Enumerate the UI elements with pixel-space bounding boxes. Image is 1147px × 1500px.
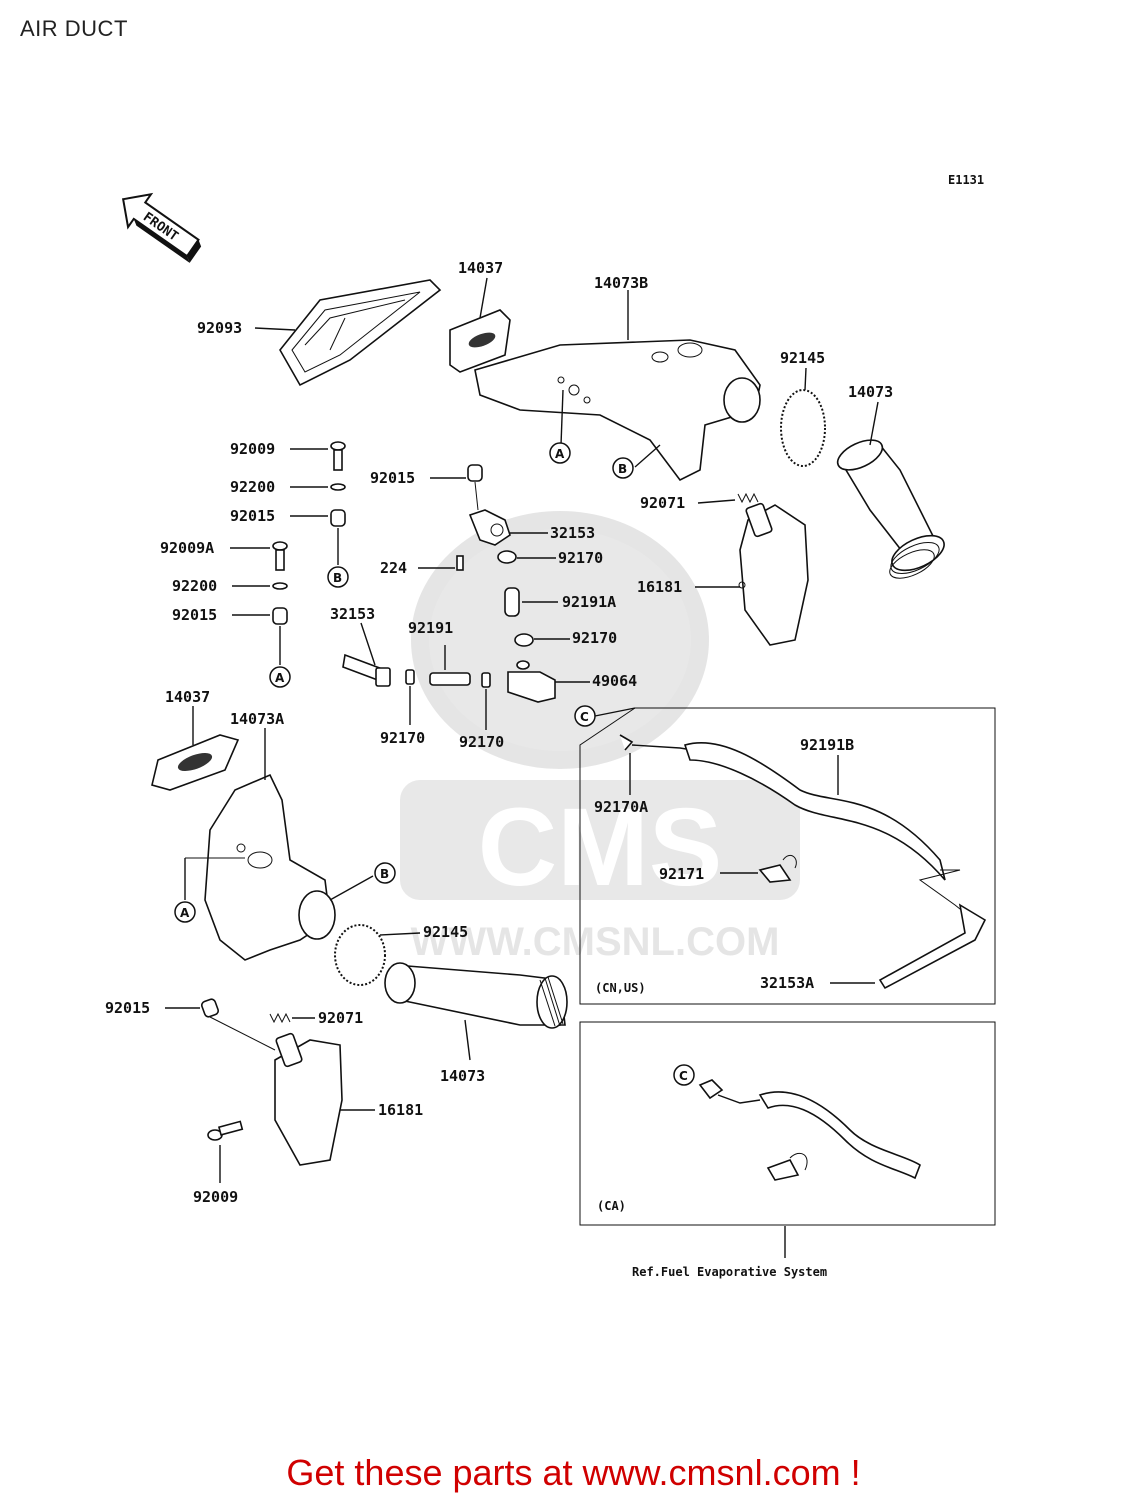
label-92071-bottom: 92071 — [318, 1009, 363, 1027]
part-92015-collar-a — [290, 509, 346, 565]
part-14073-tube-bottom — [384, 962, 568, 1061]
part-14037-emblem-left — [151, 706, 240, 791]
part-92200-washer-b — [232, 582, 288, 590]
label-92191: 92191 — [408, 619, 453, 637]
air-duct-diagram: CMS WWW.CMSNL.COM E1131 FRONT 92093 1403… — [105, 173, 996, 1279]
part-92009A-screw — [230, 541, 288, 571]
diagram-code: E1131 — [948, 173, 984, 187]
part-92170-clamp-b — [514, 633, 570, 647]
part-92170-clamp-c — [405, 669, 415, 725]
part-92093-grille — [254, 279, 442, 387]
callout-A-1: A — [269, 666, 291, 688]
region-cn-us — [579, 707, 996, 1005]
part-92145-ring-bottom — [334, 924, 421, 986]
part-224-screw — [418, 555, 464, 571]
label-14073A: 14073A — [230, 710, 284, 728]
label-92009-a: 92009 — [230, 440, 275, 458]
label-92093: 92093 — [197, 319, 242, 337]
part-92145-ring-top — [780, 367, 826, 467]
label-text: C — [580, 710, 589, 724]
part-92191A-hose — [504, 587, 558, 617]
part-92015-collar-d — [165, 998, 276, 1051]
front-arrow-icon: FRONT — [121, 192, 202, 263]
part-92071-spring-bottom — [269, 1012, 315, 1024]
footer-link[interactable]: Get these parts at www.cmsnl.com ! — [286, 1452, 861, 1493]
label-92015-b: 92015 — [172, 606, 217, 624]
part-14073-tube-top — [836, 401, 945, 579]
watermark-url: WWW.CMSNL.COM — [411, 920, 780, 964]
reference-note: Ref.Fuel Evaporative System — [632, 1265, 827, 1279]
callout-A-3: A — [174, 901, 196, 923]
label-92009-b: 92009 — [193, 1188, 238, 1206]
part-32153-pipe-b — [342, 622, 391, 687]
part-92015-collar-b — [232, 607, 288, 665]
label-224: 224 — [380, 559, 407, 577]
part-14073A-duct — [184, 728, 374, 961]
label-92170A: 92170A — [594, 798, 648, 816]
part-16181-bottom — [274, 1032, 375, 1166]
label-text: B — [618, 462, 627, 476]
label-92145-top: 92145 — [780, 349, 825, 367]
label-text: A — [275, 671, 285, 685]
label-text: C — [679, 1069, 688, 1083]
label-92145-bottom: 92145 — [423, 923, 468, 941]
label-32153A: 32153A — [760, 974, 814, 992]
region-label-ca: (CA) — [597, 1199, 626, 1213]
label-92015-c: 92015 — [370, 469, 415, 487]
label-14037-top: 14037 — [458, 259, 503, 277]
callout-A-2: A — [549, 442, 571, 464]
page-title: AIR DUCT — [20, 16, 128, 41]
label-14073-top: 14073 — [848, 383, 893, 401]
label-92071-top: 92071 — [640, 494, 685, 512]
label-92009A: 92009A — [160, 539, 214, 557]
label-text: A — [180, 906, 190, 920]
part-92170-clamp-a — [497, 550, 556, 564]
part-49064-valve — [507, 660, 590, 703]
part-32153-valve-a — [468, 509, 548, 546]
label-92191A: 92191A — [562, 593, 616, 611]
part-92015-collar-c — [430, 464, 483, 511]
part-92009-screw-a — [290, 441, 346, 471]
region-ca — [579, 1021, 996, 1258]
region-label-cn-us: (CN,US) — [595, 981, 646, 995]
label-14073-bottom: 14073 — [440, 1067, 485, 1085]
part-92191-hose — [429, 645, 471, 686]
part-14037-emblem-top — [449, 277, 511, 373]
watermark-logo: CMS — [478, 786, 722, 909]
label-text: B — [333, 571, 342, 585]
label-text: B — [380, 867, 389, 881]
callout-B-3: B — [374, 862, 396, 884]
label-92170-b: 92170 — [572, 629, 617, 647]
label-49064: 49064 — [592, 672, 637, 690]
label-32153-a: 32153 — [550, 524, 595, 542]
label-16181-bottom: 16181 — [378, 1101, 423, 1119]
label-92015-d: 92015 — [105, 999, 150, 1017]
label-14037-left: 14037 — [165, 688, 210, 706]
label-92170-a: 92170 — [558, 549, 603, 567]
part-92009-screw-b — [207, 1120, 244, 1183]
part-14073B-duct — [474, 290, 761, 482]
label-92171: 92171 — [659, 865, 704, 883]
part-92200-washer-a — [290, 483, 346, 491]
part-92170-clamp-d — [481, 672, 491, 730]
label-14073B: 14073B — [594, 274, 648, 292]
label-92200-a: 92200 — [230, 478, 275, 496]
label-92170-c: 92170 — [380, 729, 425, 747]
part-16181-top — [695, 502, 809, 646]
callout-B-2: B — [612, 457, 634, 479]
callout-C-1: C — [574, 705, 596, 727]
label-32153-b: 32153 — [330, 605, 375, 623]
label-92015-a: 92015 — [230, 507, 275, 525]
label-92191B: 92191B — [800, 736, 854, 754]
label-92200-b: 92200 — [172, 577, 217, 595]
callout-C-2: C — [673, 1064, 695, 1086]
part-92071-spring-top — [697, 492, 759, 504]
watermark: CMS WWW.CMSNL.COM — [400, 511, 800, 964]
label-92170-d: 92170 — [459, 733, 504, 751]
label-16181-top: 16181 — [637, 578, 682, 596]
label-text: A — [555, 447, 565, 461]
callout-B-1: B — [327, 566, 349, 588]
